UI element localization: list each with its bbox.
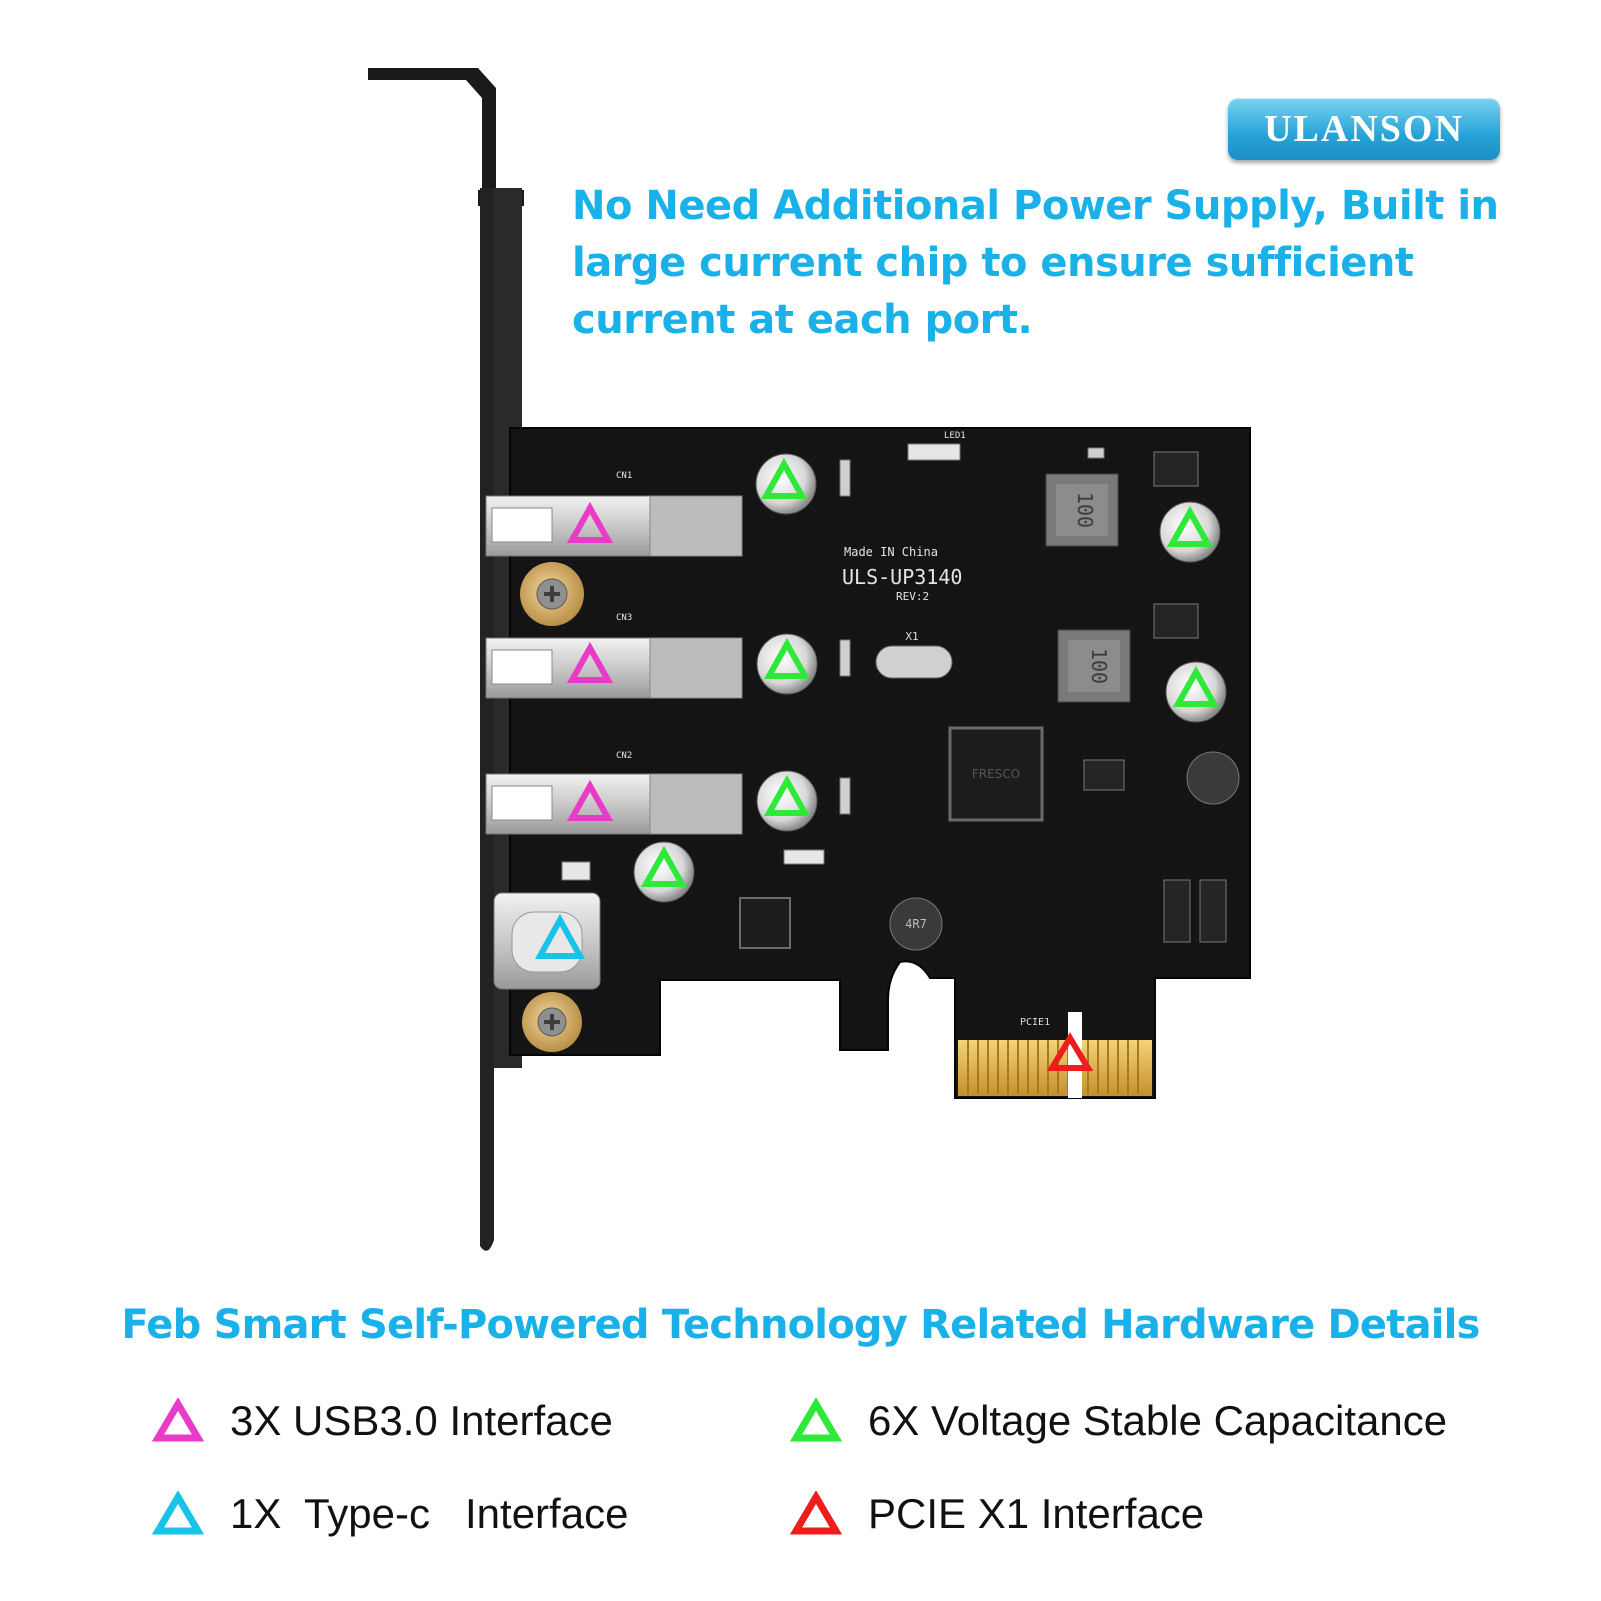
legend-label-pcie: PCIE X1 Interface (868, 1490, 1205, 1537)
board-made-in-label: Made IN China (844, 545, 938, 559)
cap-marker-4 (1172, 665, 1220, 707)
legend-item-typec: 1X Type-c Interface (152, 1484, 628, 1544)
section-title: Feb Smart Self-Powered Technology Relate… (121, 1302, 1480, 1348)
headline: No Need Additional Power Supply, Built i… (572, 183, 1499, 343)
cn2-silk-label: CN2 (616, 751, 632, 761)
cap-marker-5 (763, 774, 811, 816)
usb-a-port-2 (485, 637, 743, 699)
legend-label-capacitance: 6X Voltage Stable Capacitance (868, 1397, 1448, 1444)
smd-components (561, 443, 1227, 943)
cn1-silk-label: CN1 (616, 471, 632, 481)
usb-marker-3 (566, 779, 614, 821)
legend-item-pcie: PCIE X1 Interface (790, 1484, 1204, 1544)
bracket-screw-bottom (522, 992, 582, 1052)
crystal-oscillator: X1 (875, 630, 953, 679)
board-rev-label: REV:2 (896, 590, 929, 603)
inductor-label-2: 100 (1087, 648, 1111, 684)
small-inductor-label: 4R7 (905, 917, 927, 931)
pcie-marker (1046, 1032, 1094, 1071)
inductor-label-1: 100 (1073, 492, 1097, 528)
cap-marker-1 (760, 457, 808, 499)
legend-label-usb: 3X USB3.0 Interface (230, 1397, 613, 1444)
power-inductors: 100 100 4R7 (889, 473, 1240, 951)
chip-brand-label: FRESCO (972, 767, 1020, 781)
typec-marker (534, 913, 586, 959)
usb-a-port-1 (485, 495, 743, 557)
usb-marker-2 (566, 641, 614, 683)
cn3-silk-label: CN3 (616, 613, 632, 623)
legend-item-capacitance: 6X Voltage Stable Capacitance (790, 1391, 1447, 1451)
board-model-label: ULS-UP3140 (842, 565, 962, 589)
brand-name: ULANSON (1264, 108, 1464, 150)
usb-marker-1 (566, 501, 614, 543)
cap-marker-2 (1166, 505, 1214, 547)
magenta-triangle-icon (152, 1398, 204, 1442)
pcb-board (509, 427, 1251, 1099)
usb-a-port-3 (485, 773, 743, 835)
cyan-triangle-icon (152, 1491, 204, 1535)
red-triangle-icon (790, 1491, 842, 1535)
green-triangle-icon (790, 1398, 842, 1442)
crystal-silk-label: X1 (905, 630, 918, 643)
controller-chip: FRESCO (739, 726, 1044, 949)
bracket-screw-top (520, 562, 584, 626)
led-silk-label: LED1 (944, 431, 966, 441)
callout-markers (534, 457, 1220, 1071)
legend-label-typec: 1X Type-c Interface (230, 1490, 629, 1537)
legend-item-usb: 3X USB3.0 Interface (152, 1391, 613, 1451)
cap-marker-6 (640, 845, 688, 887)
pcie-silk-label: PCIE1 (1020, 1017, 1050, 1028)
brand-badge: ULANSON (1228, 98, 1500, 160)
cap-marker-3 (763, 637, 811, 679)
